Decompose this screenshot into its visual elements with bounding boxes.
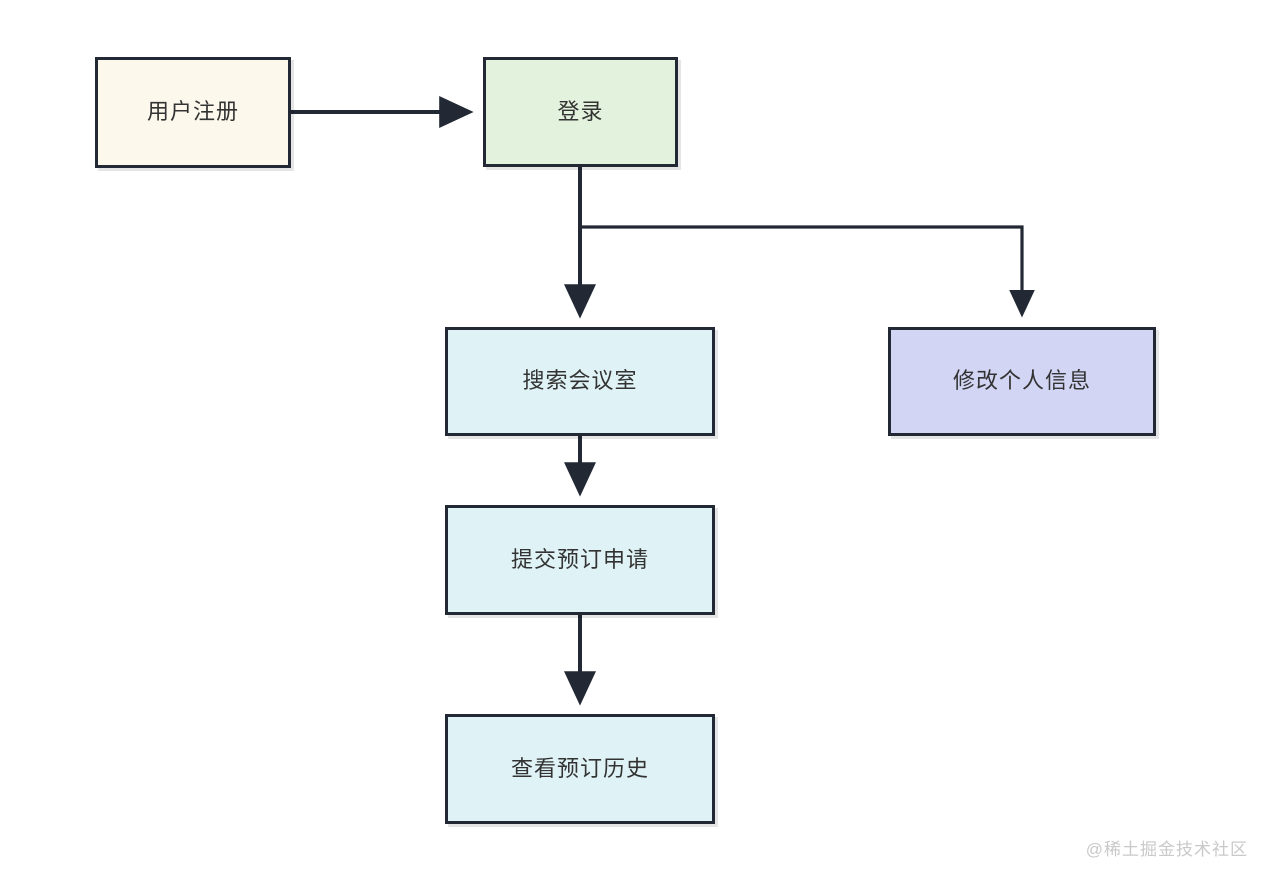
node-register-label: 用户注册 <box>146 99 239 125</box>
node-booking-history-label: 查看预订历史 <box>510 755 649 781</box>
node-submit-booking-label: 提交预订申请 <box>510 546 649 572</box>
node-login-label: 登录 <box>557 98 604 124</box>
node-search-room-label: 搜索会议室 <box>522 368 638 394</box>
edge-login-to-edit-profile <box>580 225 1035 318</box>
node-search-room[interactable]: 搜索会议室 <box>445 327 715 436</box>
node-edit-profile-label: 修改个人信息 <box>952 368 1091 394</box>
watermark-text: @稀土掘金技术社区 <box>1085 840 1248 859</box>
node-register[interactable]: 用户注册 <box>95 57 291 168</box>
node-login[interactable]: 登录 <box>483 57 678 167</box>
node-submit-booking[interactable]: 提交预订申请 <box>445 505 715 615</box>
node-edit-profile[interactable]: 修改个人信息 <box>888 327 1156 436</box>
node-booking-history[interactable]: 查看预订历史 <box>445 714 715 824</box>
